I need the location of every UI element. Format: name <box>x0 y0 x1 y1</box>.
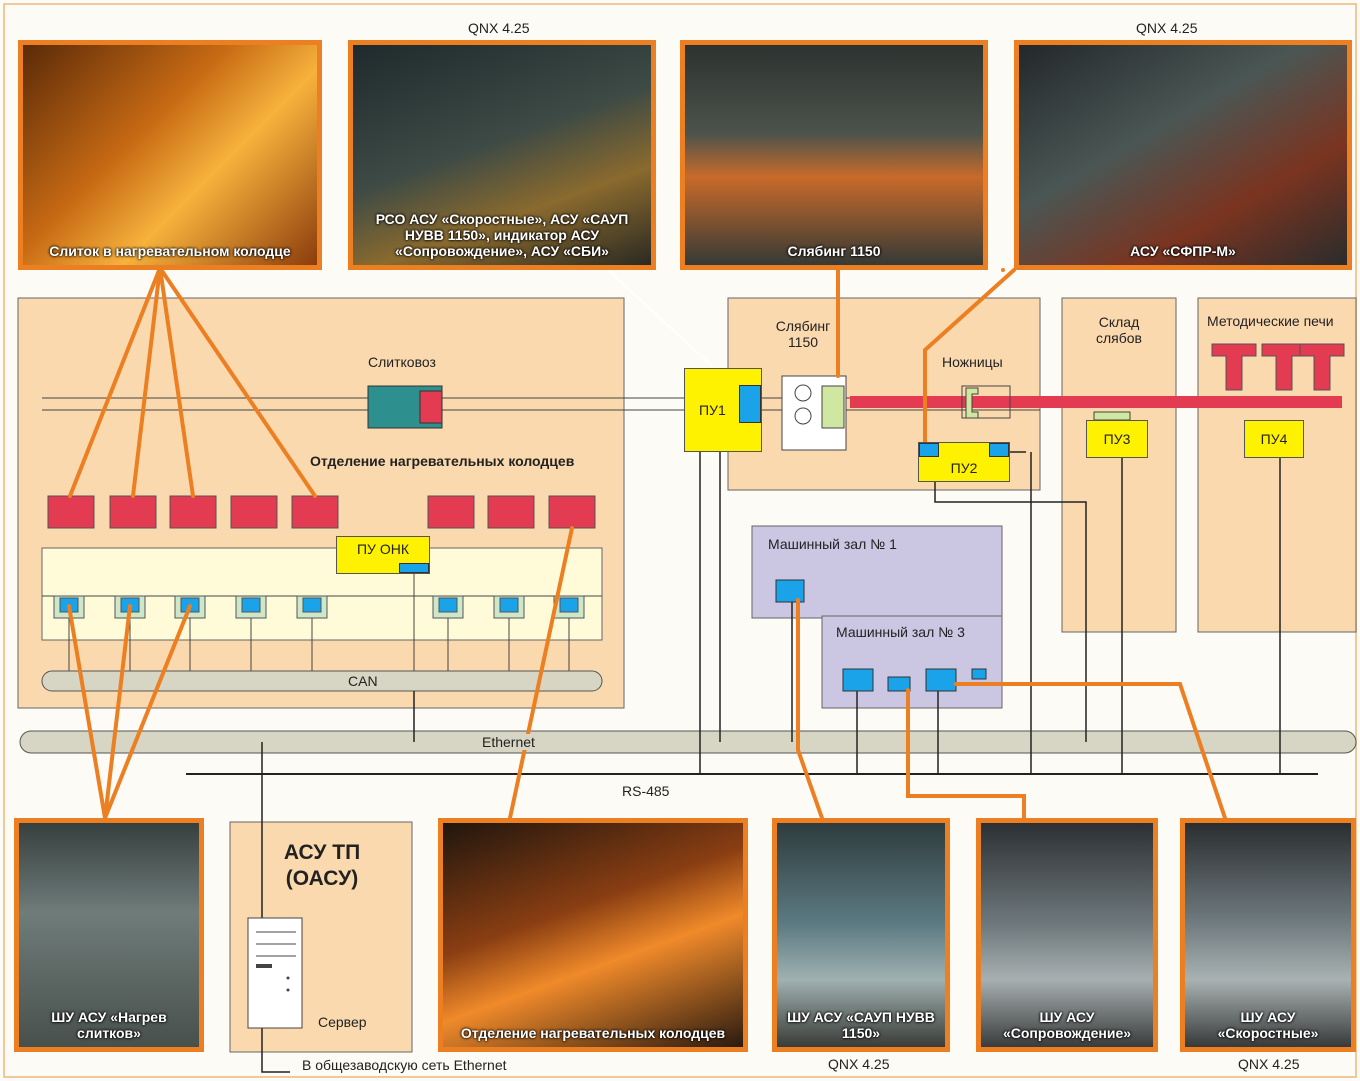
server-icon <box>248 918 302 1028</box>
heating-pits <box>48 496 595 528</box>
label-mz3: Машинный зал № 3 <box>836 624 965 640</box>
photo-nagrev: ШУ АСУ «Нагрев слитков» <box>14 818 204 1052</box>
pu4-box: ПУ4 <box>1244 420 1304 458</box>
photo-control-room: РСО АСУ «Скоростные», АСУ «САУП НУВВ 115… <box>348 40 656 270</box>
label-server: Сервер <box>318 1014 367 1030</box>
label-rs485: RS-485 <box>622 783 669 799</box>
pu1-port <box>739 385 761 423</box>
label-pechi: Методические печи <box>1207 313 1334 329</box>
label-ethernet: Ethernet <box>474 734 543 750</box>
furnaces <box>1212 344 1344 390</box>
photo-slabbing: Слябинг 1150 <box>680 40 988 270</box>
pu1-box: ПУ1 <box>684 368 762 452</box>
label-dept: Отделение нагревательных колодцев <box>310 453 574 469</box>
pu2-label: ПУ2 <box>951 460 978 476</box>
photo-skor: ШУ АСУ «Скоростные» <box>1180 818 1356 1052</box>
mz1-device <box>776 580 804 602</box>
pu3-label: ПУ3 <box>1104 431 1131 447</box>
pu1-label: ПУ1 <box>699 402 726 418</box>
can-bus <box>42 671 602 691</box>
pu2-box: ПУ2 <box>918 442 1010 482</box>
label-slitkovoz: Слитковоз <box>368 354 436 370</box>
qnx-label-pco: QNX 4.25 <box>468 20 529 36</box>
photo-dept: Отделение нагревательных колодцев <box>438 818 748 1052</box>
photo-soprov: ШУ АСУ «Сопровождение» <box>976 818 1158 1052</box>
ethernet-bus <box>20 731 1356 753</box>
label-mz1: Машинный зал № 1 <box>768 536 897 552</box>
qnx-label-sfpr: QNX 4.25 <box>1136 20 1197 36</box>
qnx-label-saup: QNX 4.25 <box>828 1056 889 1072</box>
photo-ingot: Слиток в нагревательном колодце <box>18 40 322 270</box>
can-nodes <box>54 596 584 618</box>
qnx-label-skor: QNX 4.25 <box>1238 1056 1299 1072</box>
label-nozhnitsy: Ножницы <box>942 354 1003 370</box>
photo-sfpr: АСУ «СФПР-М» <box>1014 40 1352 270</box>
pu-onk-label: ПУ ОНК <box>357 541 409 557</box>
pu-onk-box: ПУ ОНК <box>336 536 430 574</box>
sklad-zone <box>1062 298 1176 632</box>
photo-saup: ШУ АСУ «САУП НУВВ 1150» <box>772 818 950 1052</box>
pu3-box: ПУ3 <box>1086 420 1148 458</box>
label-slabbing-zone: Слябинг 1150 <box>768 318 838 350</box>
label-can: CAN <box>340 673 386 689</box>
label-sklad: Склад слябов <box>1082 314 1156 346</box>
pu4-label: ПУ4 <box>1261 431 1288 447</box>
label-factory-net: В общезаводскую сеть Ethernet <box>302 1057 507 1073</box>
label-asutp: АСУ ТП (ОАСУ) <box>270 840 374 892</box>
